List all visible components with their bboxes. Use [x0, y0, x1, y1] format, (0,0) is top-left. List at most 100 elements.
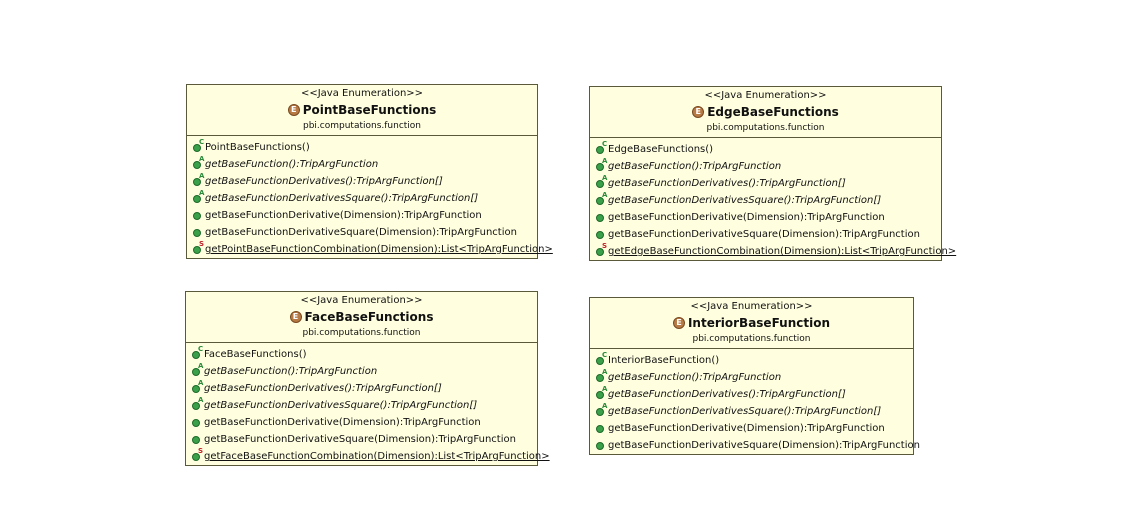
modifier-badge: A	[198, 378, 204, 387]
class-header: <<Java Enumeration>> E EdgeBaseFunctions…	[590, 87, 941, 138]
abstract-method-icon: A	[192, 362, 203, 376]
enum-icon: E	[289, 311, 302, 323]
constructor-method-icon: C	[596, 140, 607, 154]
operation-row[interactable]: getBaseFunctionDerivativeSquare(Dimensio…	[590, 437, 920, 454]
abstract-method-icon: A	[596, 368, 607, 382]
operation-signature: getEdgeBaseFunctionCombination(Dimension…	[608, 246, 957, 257]
operation-row[interactable]: getBaseFunctionDerivative(Dimension):Tri…	[590, 209, 941, 226]
operation-row[interactable]: getBaseFunctionDerivative(Dimension):Tri…	[590, 420, 913, 437]
static-method-icon: S	[193, 240, 204, 254]
class-name: FaceBaseFunctions	[304, 310, 434, 324]
abstract-method-icon: A	[596, 157, 607, 171]
package-name: pbi.computations.function	[706, 123, 825, 133]
abstract-method-icon: A	[596, 174, 607, 188]
enum-icon: E	[672, 317, 685, 329]
modifier-badge: A	[602, 190, 608, 199]
modifier-badge: A	[602, 401, 608, 410]
stereotype-label: <<Java Enumeration>>	[704, 90, 827, 101]
operation-signature: getBaseFunctionDerivativesSquare():TripA…	[608, 195, 882, 206]
operation-signature: getBaseFunctionDerivativesSquare():TripA…	[608, 406, 882, 417]
modifier-badge: A	[199, 188, 205, 197]
modifier-badge: C	[602, 139, 608, 148]
enum-icon: E	[692, 106, 705, 118]
public-method-icon	[193, 211, 201, 220]
class-box-point-base-functions[interactable]: <<Java Enumeration>> E PointBaseFunction…	[186, 84, 553, 260]
operation-row[interactable]: getBaseFunctionDerivative(Dimension):Tri…	[187, 207, 537, 224]
class-box-edge-base-functions[interactable]: <<Java Enumeration>> E EdgeBaseFunctions…	[589, 86, 956, 262]
package-name: pbi.computations.function	[302, 328, 421, 338]
operation-signature: FaceBaseFunctions()	[204, 349, 307, 360]
public-method-icon	[192, 435, 200, 444]
operation-signature: getPointBaseFunctionCombination(Dimensio…	[205, 244, 553, 255]
public-method-icon	[596, 441, 604, 450]
operation-signature: getBaseFunctionDerivatives():TripArgFunc…	[204, 383, 442, 394]
public-method-icon	[193, 228, 201, 237]
modifier-badge: C	[199, 137, 205, 146]
operation-signature: EdgeBaseFunctions()	[608, 144, 714, 155]
operation-row[interactable]: getBaseFunctionDerivativeSquare(Dimensio…	[590, 226, 941, 243]
abstract-method-icon: A	[193, 155, 204, 169]
public-method-icon	[596, 424, 604, 433]
operation-signature: getBaseFunctionDerivativeSquare(Dimensio…	[205, 227, 517, 238]
abstract-method-icon: A	[596, 385, 607, 399]
stereotype-label: <<Java Enumeration>>	[300, 88, 424, 99]
operation-signature: getBaseFunction():TripArgFunction	[608, 161, 782, 172]
static-method-icon: S	[596, 242, 607, 256]
modifier-badge: S	[198, 446, 204, 455]
stereotype-label: <<Java Enumeration>>	[300, 295, 423, 306]
enum-icon: E	[287, 104, 300, 116]
modifier-badge: A	[602, 384, 608, 393]
operation-signature: getBaseFunctionDerivativesSquare():TripA…	[204, 400, 478, 411]
operation-signature: getBaseFunction():TripArgFunction	[608, 372, 782, 383]
operation-signature: InteriorBaseFunction()	[608, 355, 720, 366]
operation-signature: getBaseFunctionDerivative(Dimension):Tri…	[608, 423, 885, 434]
operation-signature: PointBaseFunctions()	[205, 142, 310, 153]
class-box-face-base-functions[interactable]: <<Java Enumeration>> E FaceBaseFunctions…	[185, 291, 550, 467]
class-name-row: E InteriorBaseFunction	[590, 315, 913, 331]
operation-signature: getBaseFunctionDerivative(Dimension):Tri…	[204, 417, 481, 428]
class-header: <<Java Enumeration>> E InteriorBaseFunct…	[590, 298, 913, 349]
class-name-row: E FaceBaseFunctions	[186, 309, 537, 325]
abstract-method-icon: A	[193, 172, 204, 186]
modifier-badge: A	[198, 395, 204, 404]
public-method-icon	[192, 418, 200, 427]
operation-signature: getBaseFunctionDerivatives():TripArgFunc…	[608, 389, 846, 400]
operation-row[interactable]: getBaseFunctionDerivativeSquare(Dimensio…	[187, 224, 537, 241]
operation-row[interactable]: getBaseFunctionDerivativeSquare(Dimensio…	[186, 431, 537, 448]
operation-signature: getFaceBaseFunctionCombination(Dimension…	[204, 451, 550, 462]
public-method-icon	[596, 230, 604, 239]
operation-signature: getBaseFunctionDerivativeSquare(Dimensio…	[608, 440, 920, 451]
class-box-interior-base-function[interactable]: <<Java Enumeration>> E InteriorBaseFunct…	[589, 297, 920, 456]
operation-signature: getBaseFunction():TripArgFunction	[205, 159, 379, 170]
modifier-badge: S	[602, 241, 608, 250]
stereotype-label: <<Java Enumeration>>	[690, 301, 813, 312]
class-name-row: E EdgeBaseFunctions	[590, 104, 941, 120]
package-name: pbi.computations.function	[692, 334, 811, 344]
modifier-badge: C	[602, 350, 608, 359]
operation-row[interactable]: getBaseFunctionDerivative(Dimension):Tri…	[186, 414, 537, 431]
modifier-badge: A	[602, 173, 608, 182]
